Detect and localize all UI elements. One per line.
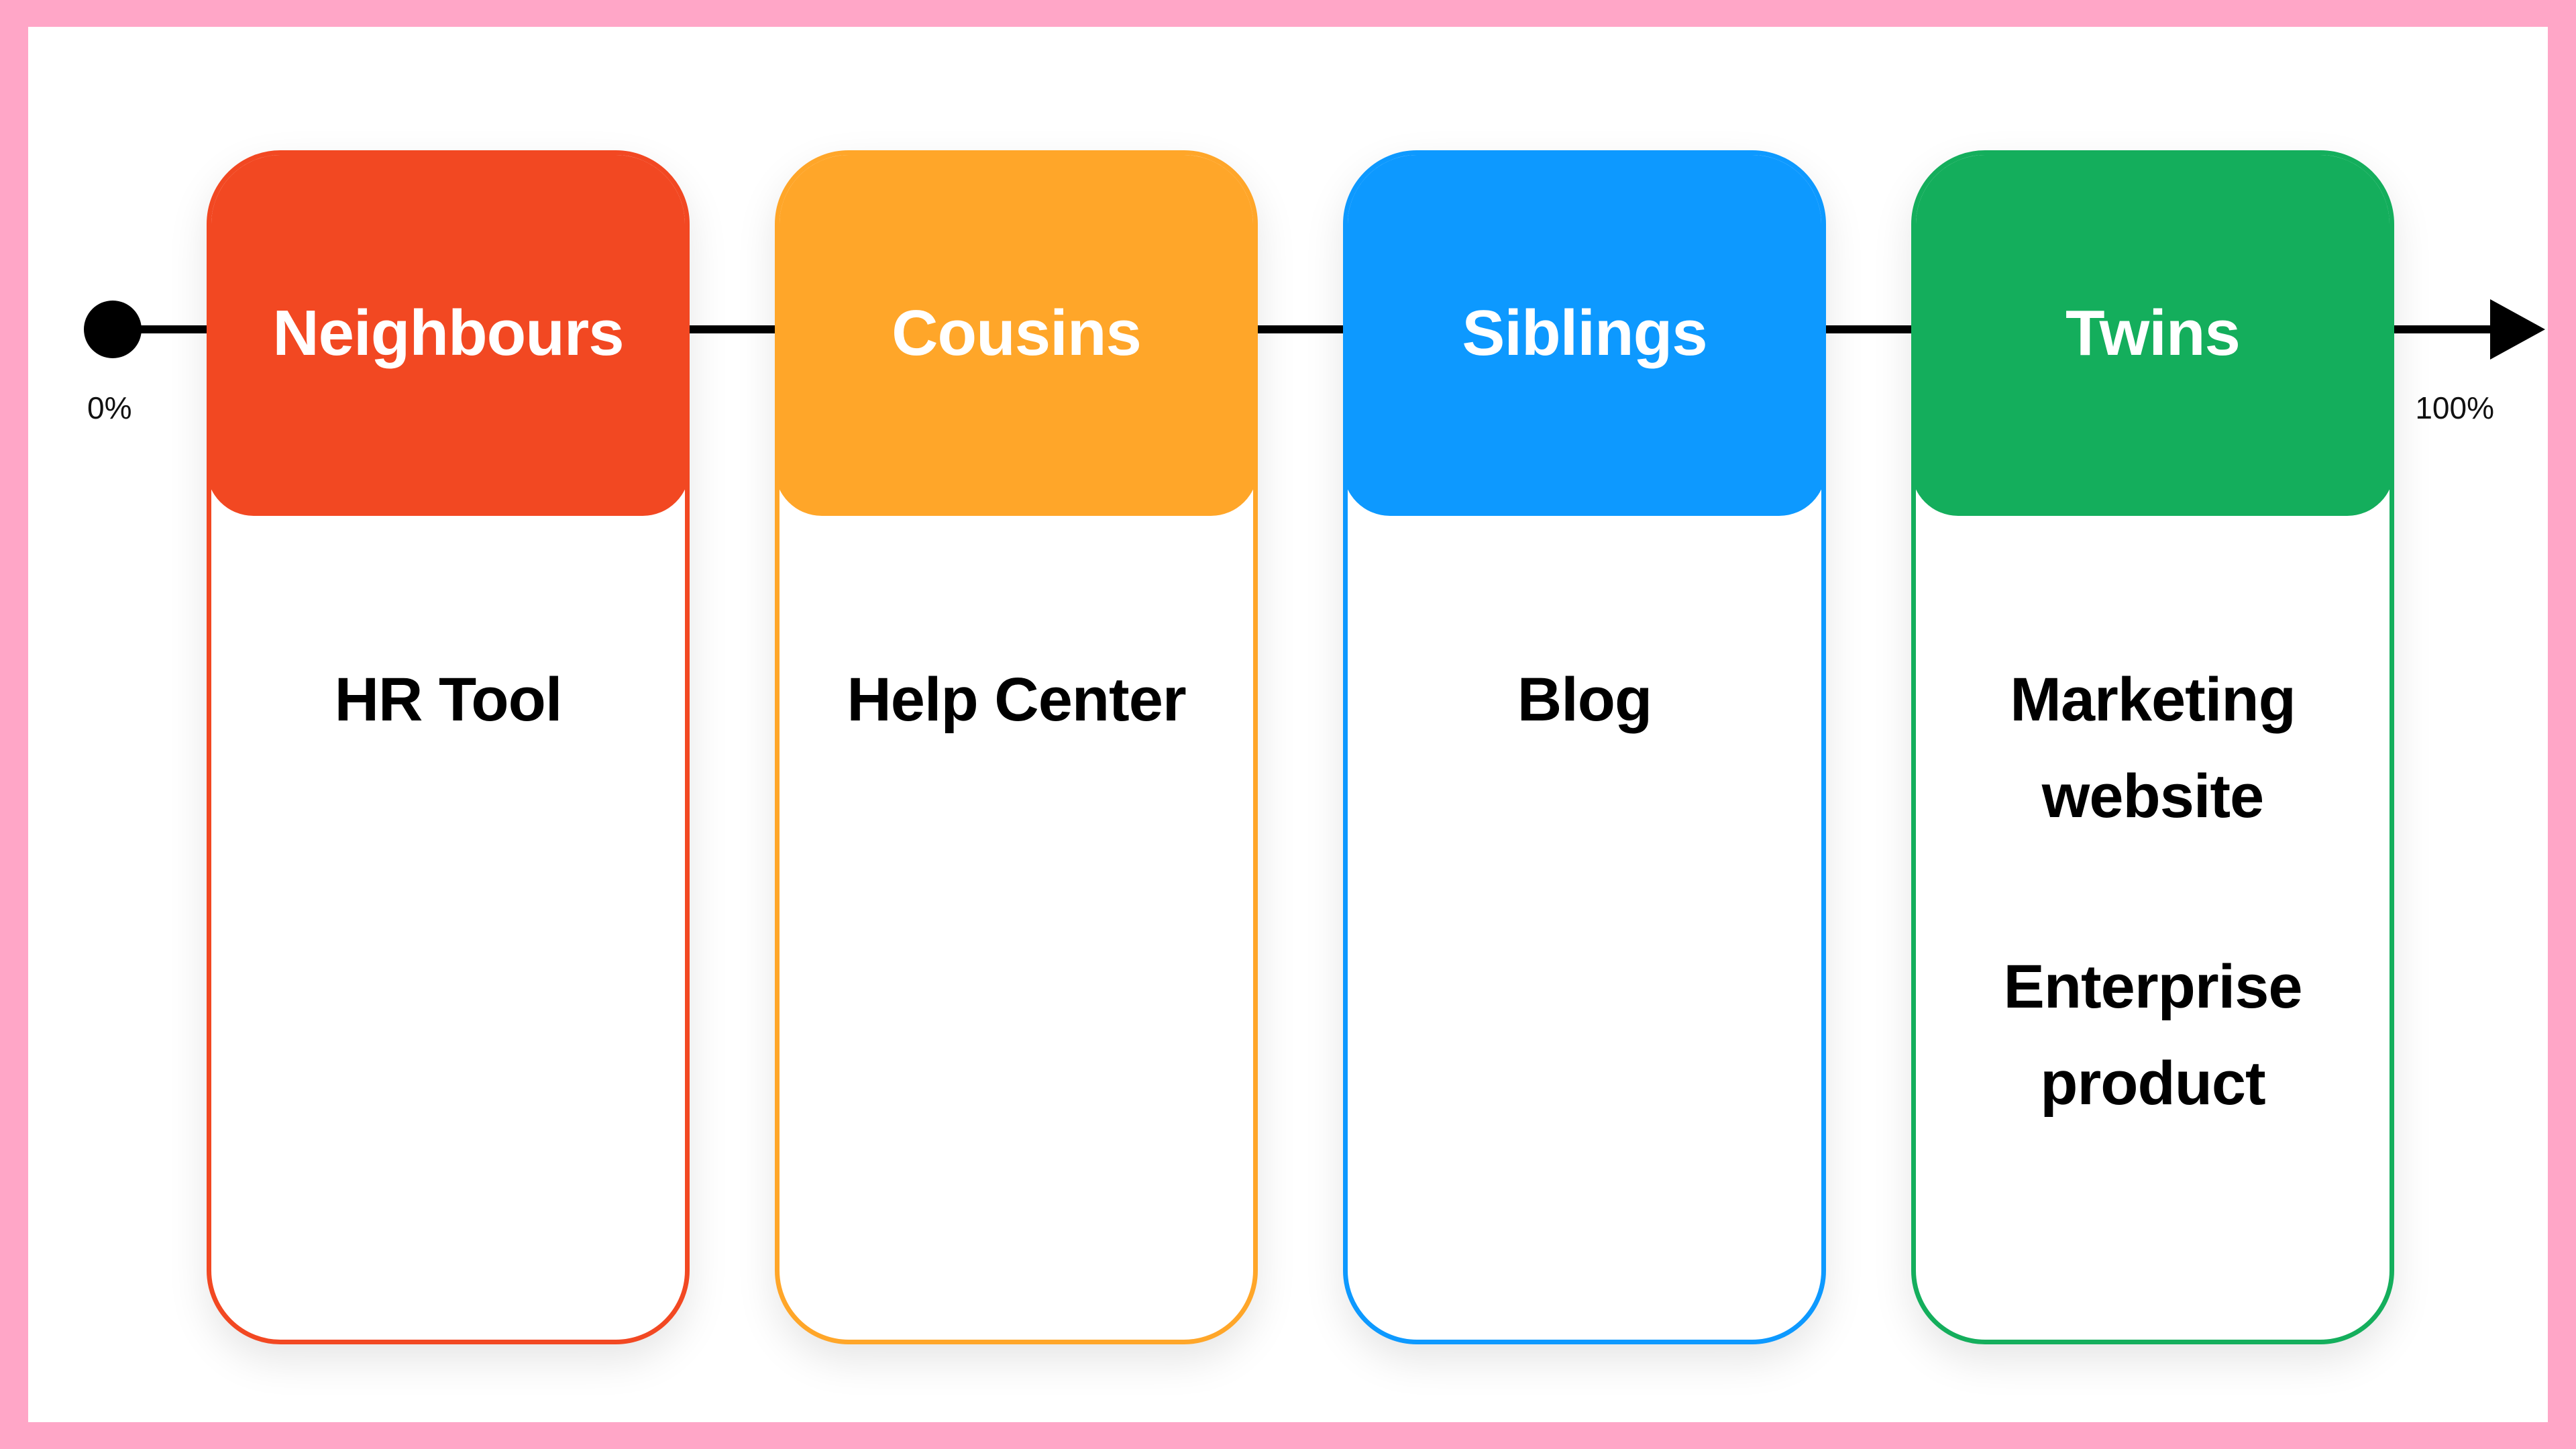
card-item: Blog: [1517, 665, 1652, 734]
card-cousins: Cousins Help Center: [775, 150, 1258, 1344]
card-body: Marketing website Enterprise product: [1916, 651, 2390, 1132]
axis-start-dot: [84, 301, 142, 358]
card-neighbours: Neighbours HR Tool: [207, 150, 690, 1344]
card-body: Help Center: [780, 651, 1253, 748]
card-body: HR Tool: [211, 651, 685, 748]
axis-arrow-icon: [2490, 299, 2545, 360]
card-title: Siblings: [1462, 297, 1707, 369]
card-item: HR Tool: [334, 665, 563, 734]
card-header: Siblings: [1348, 155, 1821, 516]
diagram-canvas: 0% 100% Neighbours HR Tool Cousins Help …: [28, 27, 2548, 1422]
card-item: Enterprise product: [2003, 953, 2302, 1118]
card-twins: Twins Marketing website Enterprise produ…: [1911, 150, 2394, 1344]
axis-end-label: 100%: [2415, 390, 2494, 425]
card-title: Neighbours: [272, 297, 624, 369]
progress-axis-line: [112, 325, 2493, 333]
card-item: Help Center: [847, 665, 1186, 734]
card-title: Cousins: [892, 297, 1142, 369]
card-header: Neighbours: [211, 155, 685, 516]
axis-start-label: 0%: [87, 390, 132, 425]
card-item: Marketing website: [2010, 665, 2296, 830]
card-siblings: Siblings Blog: [1343, 150, 1826, 1344]
card-header: Cousins: [780, 155, 1253, 516]
card-title: Twins: [2065, 297, 2241, 369]
card-body: Blog: [1348, 651, 1821, 748]
card-header: Twins: [1916, 155, 2390, 516]
